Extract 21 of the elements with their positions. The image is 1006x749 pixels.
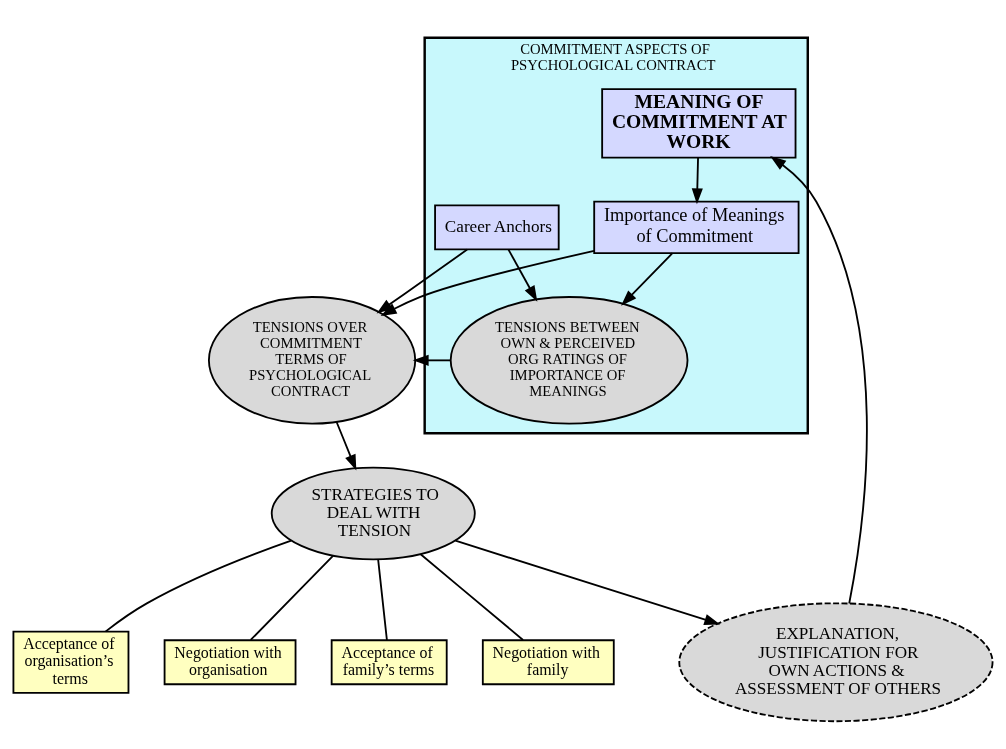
node-box: Negotiation with family <box>481 639 615 686</box>
connector <box>104 539 293 633</box>
node-box: Career Anchors <box>434 204 560 251</box>
connector <box>419 553 524 641</box>
node-ellipse: EXPLANATION, JUSTIFICATION FOR OWN ACTIONS & ASSESSMENT OF OTHERS <box>678 602 994 723</box>
node-box: Importance of Meanings of Commitment <box>593 200 800 255</box>
node-box: Acceptance of family’s terms <box>330 639 448 686</box>
arrow <box>412 354 452 366</box>
connector <box>249 554 334 641</box>
node-ellipse: STRATEGIES TO DEAL WITH TENSION <box>270 466 476 561</box>
node-box: MEANING OF COMMITMENT AT WORK <box>601 88 797 159</box>
arrow <box>770 156 868 605</box>
arrow <box>621 252 674 306</box>
node-box: Negotiation with organisation <box>163 639 297 686</box>
arrow <box>507 248 538 302</box>
arrow <box>454 539 721 625</box>
arrow <box>691 156 703 205</box>
connector <box>377 558 388 642</box>
node-ellipse: TENSIONS BETWEEN OWN & PERCEIVED ORG RATINGS OF IMPORTANCE OF MEANINGS <box>449 296 689 425</box>
arrow <box>335 421 357 471</box>
node-box: Acceptance of organisation’s terms <box>12 630 130 694</box>
